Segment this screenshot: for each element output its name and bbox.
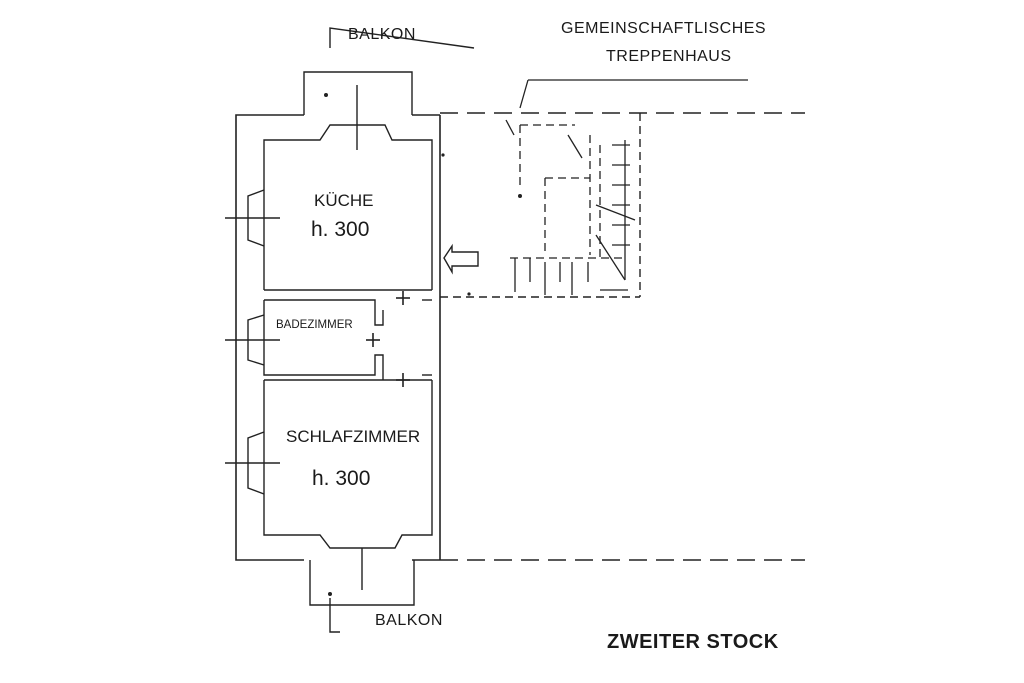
building-outline-dashed xyxy=(440,112,805,561)
bedroom-height: h. 300 xyxy=(312,467,371,490)
outer-wall xyxy=(235,114,441,561)
bedroom-name: SCHLAFZIMMER xyxy=(286,427,421,446)
balcony-top-label: BALKON xyxy=(348,26,416,43)
floor-title: ZWEITER STOCK xyxy=(607,631,779,653)
bathroom-name: BADEZIMMER xyxy=(276,319,353,331)
stairwell-label-line2: TREPPENHAUS xyxy=(606,48,732,65)
door-marker xyxy=(366,291,410,387)
balcony-top xyxy=(303,27,475,150)
balcony-bottom-label: BALKON xyxy=(375,612,443,629)
kitchen-name: KÜCHE xyxy=(314,191,374,210)
window-left xyxy=(225,189,280,495)
entrance-arrow xyxy=(443,243,479,275)
stairwell xyxy=(441,79,748,296)
stairwell-label-line1: GEMEINSCHAFTLISCHES xyxy=(561,20,767,37)
kitchen-height: h. 300 xyxy=(311,218,370,241)
balcony-bottom xyxy=(309,548,415,633)
